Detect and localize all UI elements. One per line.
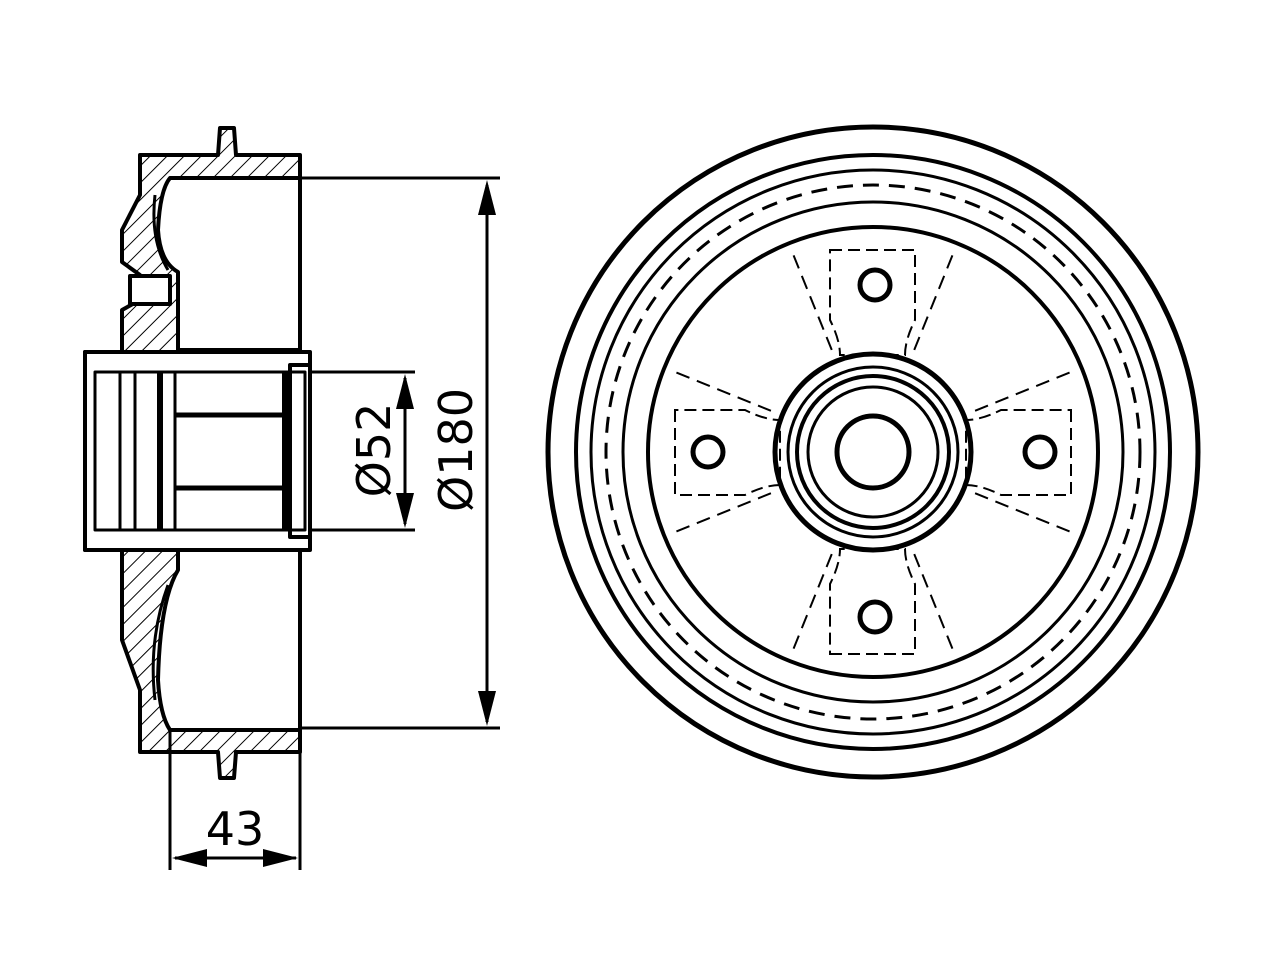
hub-ring-2 (786, 365, 960, 539)
dim52-arrow-bottom (396, 493, 414, 528)
front-view (545, 124, 1201, 780)
bolt-hole-right (1022, 434, 1058, 470)
upper-section-wall (83, 126, 302, 374)
hub-body (83, 350, 312, 552)
dim43-arrow-right (263, 849, 298, 867)
bolt-hole-left (690, 434, 726, 470)
drum-braking-surface (604, 183, 1142, 721)
drum-rim-2 (574, 153, 1172, 751)
bolt-hole-bottom (857, 599, 893, 635)
drum-inner-contour-top (152, 194, 170, 271)
bearing-outer (93, 370, 307, 532)
hidden-ribs (668, 247, 1078, 657)
bearing-seal (288, 363, 312, 539)
hub-center-bore (834, 413, 912, 491)
bolt-hole-top (857, 267, 893, 303)
dim-drum-width-label: 43 (206, 802, 265, 856)
dim180-arrow-top (478, 180, 496, 215)
drum-rim-4 (621, 200, 1125, 704)
hub-ring-4 (806, 385, 940, 519)
upper-bolt-hole (128, 274, 172, 306)
dim-drum-diameter-label: Ø180 (429, 388, 483, 512)
dim52-arrow-top (396, 374, 414, 409)
drum-outer-rim (545, 124, 1201, 780)
dim-hub-diameter-label: Ø52 (347, 403, 401, 498)
hub-outer (772, 351, 974, 553)
drum-inner-contour-bottom (151, 584, 170, 701)
lower-section-wall (83, 528, 302, 780)
hub-ring-3 (795, 374, 951, 530)
dim180-arrow-bottom (478, 691, 496, 726)
section-view (83, 126, 500, 870)
drum-face (646, 225, 1100, 679)
dim43-arrow-left (172, 849, 207, 867)
drum-rim-3 (589, 168, 1157, 736)
